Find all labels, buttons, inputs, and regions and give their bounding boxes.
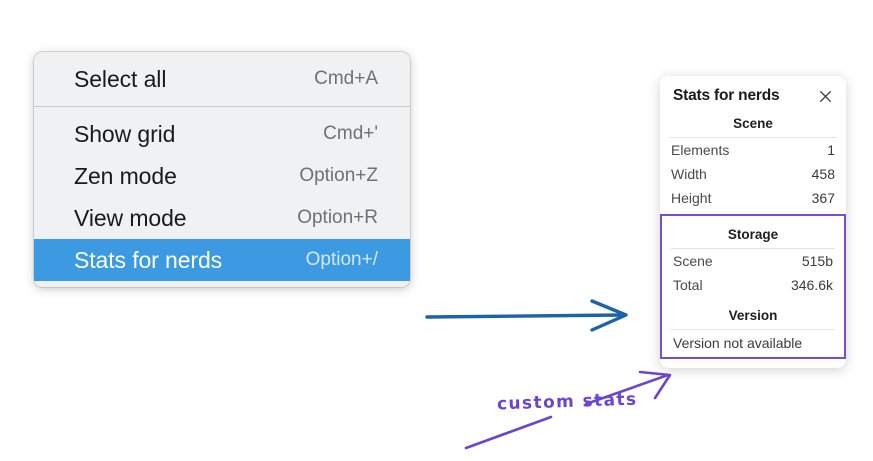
menu-item-label: View mode <box>74 204 187 231</box>
menu-item-view-mode[interactable]: View mode Option+R <box>34 197 410 239</box>
version-text: Version not available <box>673 335 803 351</box>
menu-item-select-all[interactable]: Select all Cmd+A <box>34 58 410 100</box>
stat-key: Height <box>671 190 712 206</box>
divider <box>671 248 835 249</box>
blue-arrow <box>425 299 628 332</box>
stats-for-nerds-panel: Stats for nerds Scene Elements 1 Width 4… <box>660 76 846 368</box>
stat-row-storage-total: Total 346.6k <box>662 273 844 297</box>
panel-header: Stats for nerds <box>660 85 846 105</box>
menu-item-show-grid[interactable]: Show grid Cmd+' <box>34 113 410 155</box>
menu-item-shortcut: Option+Z <box>299 165 378 186</box>
menu-group-2: Show grid Cmd+' Zen mode Option+Z View m… <box>34 106 410 281</box>
stat-value: 515b <box>801 253 833 269</box>
divider <box>669 137 837 138</box>
stat-key: Scene <box>673 253 713 269</box>
panel-title: Stats for nerds <box>673 87 780 104</box>
menu-item-label: Show grid <box>74 120 176 147</box>
stat-value: 1 <box>827 142 835 158</box>
stat-key: Total <box>673 277 703 293</box>
custom-stats-region: Storage Scene 515b Total 346.6k Version … <box>660 214 846 359</box>
custom-stats-annotation-label: custom stats <box>496 389 638 415</box>
storage-section-heading: Storage <box>727 227 779 242</box>
close-icon[interactable] <box>818 89 833 104</box>
stat-value: 458 <box>811 166 835 182</box>
stat-value: 367 <box>811 190 835 206</box>
menu-item-stats-for-nerds[interactable]: Stats for nerds Option+/ <box>34 239 410 281</box>
version-section-heading: Version <box>728 308 778 323</box>
menu-item-shortcut: Option+R <box>297 207 378 228</box>
stat-row-width: Width 458 <box>660 162 846 186</box>
stat-row-height: Height 367 <box>660 186 846 210</box>
menu-item-label: Zen mode <box>74 162 177 189</box>
menu-item-zen-mode[interactable]: Zen mode Option+Z <box>34 155 410 197</box>
stat-key: Elements <box>671 142 730 158</box>
menu-item-shortcut: Cmd+' <box>323 123 378 144</box>
menu-item-label: Select all <box>74 65 167 92</box>
menu-item-label: Stats for nerds <box>74 246 223 273</box>
stat-row-elements: Elements 1 <box>660 138 846 162</box>
menu-item-shortcut: Option+/ <box>305 249 378 270</box>
menu-item-shortcut: Cmd+A <box>314 68 378 89</box>
stat-row-storage-scene: Scene 515b <box>662 249 844 273</box>
menu-group-1: Select all Cmd+A <box>34 58 410 100</box>
context-menu[interactable]: Select all Cmd+A Show grid Cmd+' Zen mod… <box>34 52 410 287</box>
scene-section-heading: Scene <box>733 116 773 131</box>
divider <box>671 329 835 330</box>
stat-key: Width <box>671 166 707 182</box>
stat-value: 346.6k <box>790 277 833 293</box>
